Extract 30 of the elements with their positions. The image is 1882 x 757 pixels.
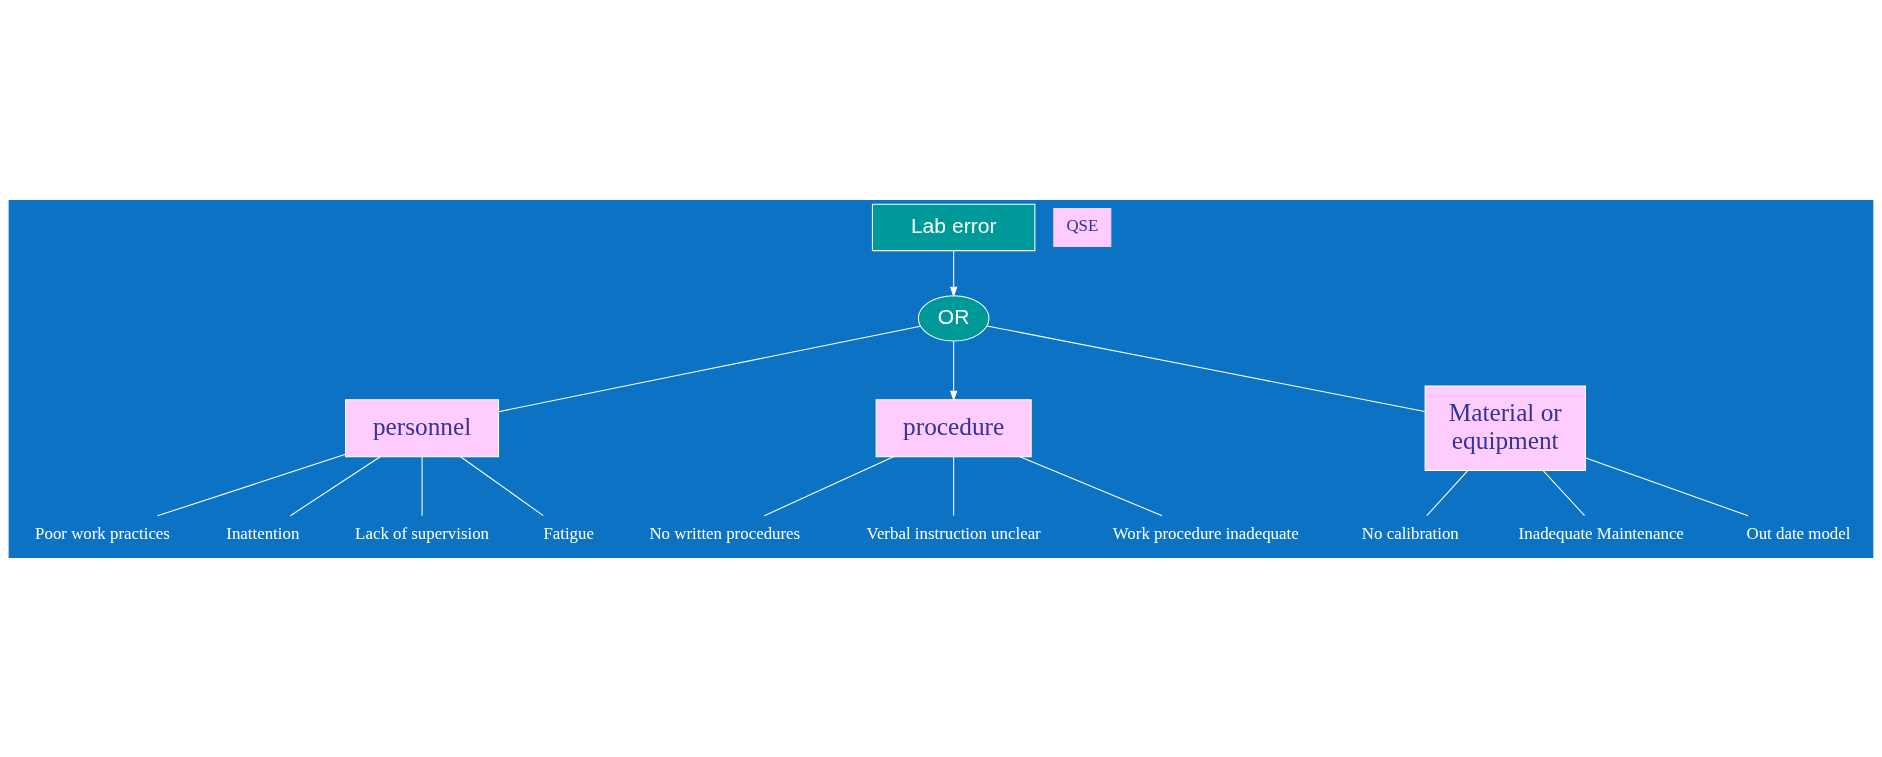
- node-box: Material or equipment: [1424, 385, 1586, 471]
- arrow: [949, 340, 958, 401]
- connector: [986, 324, 1426, 412]
- connector: [1426, 469, 1469, 516]
- node-text: No calibration: [1361, 523, 1459, 543]
- node-text: Verbal instruction unclear: [866, 523, 1041, 543]
- connector: [156, 453, 347, 516]
- connector: [953, 455, 955, 516]
- node-text: Poor work practices: [35, 523, 170, 543]
- arrow: [949, 249, 958, 297]
- node-box: procedure: [875, 398, 1032, 457]
- connector: [763, 455, 895, 516]
- connector: [1585, 456, 1749, 516]
- node-ellipse: OR: [917, 294, 990, 341]
- node-text: Inattention: [226, 523, 300, 543]
- connector: [498, 325, 921, 412]
- node-text: Inadequate Maintenance: [1518, 523, 1684, 543]
- connector: [1542, 469, 1586, 516]
- node-box: Lab error: [871, 203, 1036, 251]
- node-text: No written procedures: [649, 523, 801, 543]
- connector: [289, 455, 381, 516]
- node-text: Fatigue: [543, 523, 594, 543]
- node-text: Lack of supervision: [355, 523, 490, 543]
- connector: [421, 455, 423, 516]
- node-box: personnel: [345, 398, 500, 457]
- node-text: Out date model: [1746, 523, 1851, 543]
- node-text: Work procedure inadequate: [1112, 523, 1299, 543]
- node-box: QSE: [1053, 207, 1112, 247]
- connector: [1019, 455, 1163, 516]
- connector: [460, 455, 544, 516]
